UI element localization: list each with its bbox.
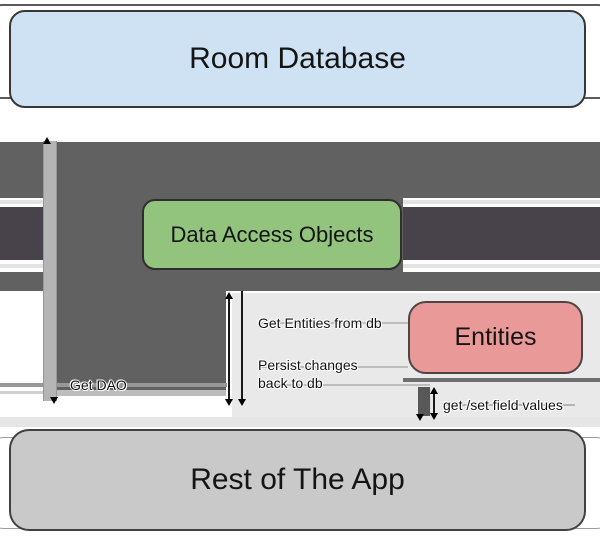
artifact-line <box>443 404 575 406</box>
get-dao-line <box>0 383 227 387</box>
get-entities-label: Get Entities from db <box>258 315 382 331</box>
band-gap-stripe <box>0 264 43 268</box>
persist-changes-line1: Persist changes <box>258 357 358 373</box>
entities-box: Entities <box>408 301 583 374</box>
room-database-box: Room Database <box>9 10 586 108</box>
entities-box-label: Entities <box>454 323 537 351</box>
arrowhead-down-icon <box>238 399 246 406</box>
rest-of-app-label: Rest of The App <box>190 463 405 496</box>
arrowhead-down-icon <box>50 397 58 404</box>
artifact-line <box>258 384 430 386</box>
dao-box: Data Access Objects <box>142 199 402 270</box>
artifact-line <box>0 391 43 394</box>
arrowhead-up-icon <box>43 137 51 144</box>
room-database-label: Room Database <box>189 42 406 75</box>
dao-box-label: Data Access Objects <box>170 221 374 247</box>
db-app-arrow-bar <box>43 141 57 401</box>
arrowhead-down-icon <box>430 413 438 420</box>
bottom-stripe <box>0 417 600 427</box>
get-set-field-values-label: get /set field values <box>443 397 563 413</box>
entities-underline <box>403 378 600 382</box>
get-dao-label: Get DAO <box>70 377 127 393</box>
persist-changes-line2: back to db <box>258 375 323 391</box>
rest-of-app-box: Rest of The App <box>9 429 586 531</box>
arrowhead-down-icon <box>416 414 424 421</box>
block-arrow-leg-fade <box>57 390 226 396</box>
arrowhead-down-icon <box>225 399 233 406</box>
band-gap-stripe <box>403 264 600 268</box>
arrowhead-up-icon <box>225 292 233 299</box>
entities-app-arrow-bar <box>418 387 431 416</box>
band-gap-stripe <box>403 200 600 204</box>
artifact-line <box>258 366 408 368</box>
entities-app-arrow-line <box>433 389 435 418</box>
dao-app-arrow-left <box>228 294 230 404</box>
persist-changes-label: Persist changes back to db <box>258 356 358 392</box>
arrowhead-up-icon <box>430 387 438 394</box>
band-gap-stripe <box>0 200 43 204</box>
artifact-line <box>258 322 408 324</box>
dao-app-arrow-right <box>241 291 243 404</box>
